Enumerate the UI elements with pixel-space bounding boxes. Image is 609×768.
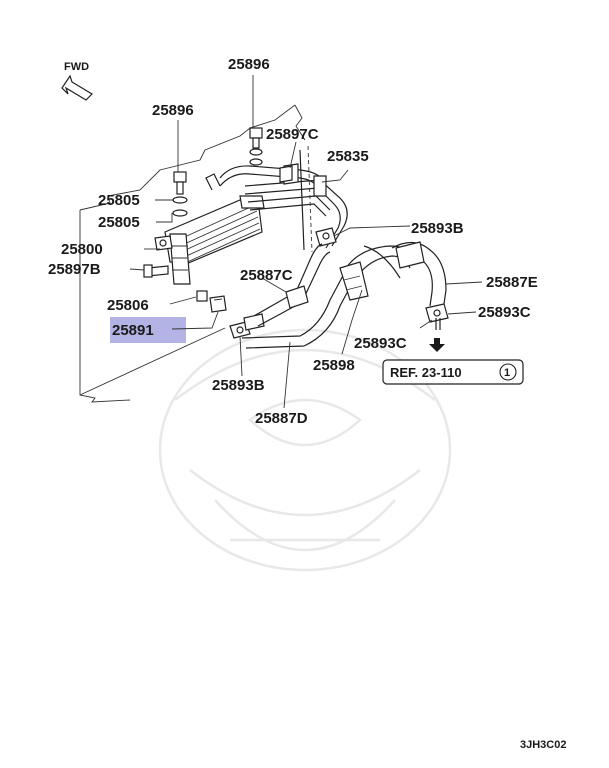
label-25887e: 25887E — [486, 274, 538, 291]
hose-clamp-upper — [315, 227, 337, 247]
diagram-code: 3JH3C02 — [520, 739, 566, 751]
label-25893c-right: 25893C — [478, 304, 531, 321]
union-bolt-top — [249, 127, 263, 166]
label-25800: 25800 — [61, 241, 103, 258]
hose-clamp-mid — [243, 313, 265, 331]
reference-box — [382, 359, 524, 385]
bolt-25897c — [279, 165, 293, 183]
part-highlight — [110, 317, 186, 343]
clip-25893c — [435, 318, 441, 330]
label-25893b-top: 25893B — [411, 220, 464, 237]
union-bolt-upper — [172, 171, 188, 217]
label-25805-a: 25805 — [98, 192, 140, 209]
bolt-25897b — [143, 264, 169, 278]
hose-25887d — [241, 269, 357, 349]
hose-25887e — [391, 241, 447, 307]
down-arrow-icon — [429, 338, 445, 352]
reference-text: REF. 23-110 — [390, 365, 462, 380]
label-25893c-mid: 25893C — [354, 335, 407, 352]
label-25893b-bottom: 25893B — [212, 377, 265, 394]
hose-clamp-right — [425, 303, 449, 323]
label-25887d: 25887D — [255, 410, 308, 427]
fwd-label: FWD — [64, 61, 89, 73]
label-25898: 25898 — [313, 357, 355, 374]
hose-25887c — [253, 243, 331, 327]
label-25806: 25806 — [107, 297, 149, 314]
label-25897b: 25897B — [48, 261, 101, 278]
grommet-25891 — [209, 295, 227, 313]
leader-lines — [129, 75, 483, 409]
label-25897c: 25897C — [266, 126, 319, 143]
plug-25806 — [196, 290, 208, 302]
label-25896-left: 25896 — [152, 102, 194, 119]
pipe-25898 — [299, 145, 417, 301]
fwd-arrow-icon — [61, 74, 93, 101]
label-25835: 25835 — [327, 148, 369, 165]
label-25887c: 25887C — [240, 267, 293, 284]
engine-outline — [79, 104, 306, 403]
label-25805-b: 25805 — [98, 214, 140, 231]
label-25891: 25891 — [112, 322, 154, 339]
reference-circled-number: 1 — [504, 367, 510, 379]
label-25896-top: 25896 — [228, 56, 270, 73]
